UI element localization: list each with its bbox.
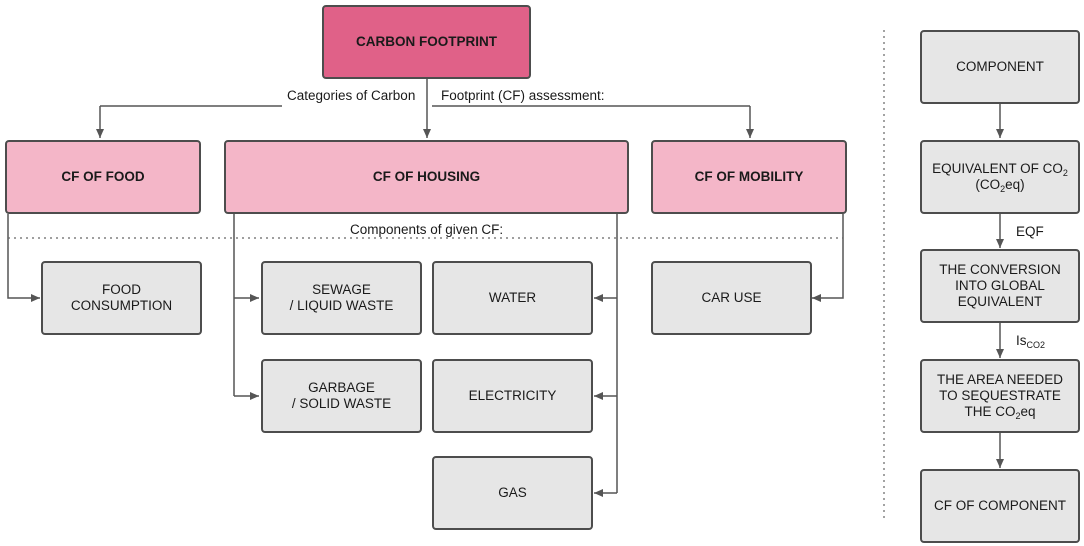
area-line3-post: eq <box>1020 404 1036 419</box>
electricity-box: ELECTRICITY <box>432 359 593 433</box>
area-line3: THE CO <box>964 404 1016 419</box>
water-label: WATER <box>488 290 537 305</box>
garbage-box: GARBAGE / SOLID WASTE <box>261 359 422 433</box>
categories-label-left: Categories of Carbon <box>287 88 416 103</box>
gas-box: GAS <box>432 456 593 530</box>
equiv-line2-post: eq) <box>1005 177 1025 192</box>
cf-housing-box: CF OF HOUSING <box>224 140 629 214</box>
cf-of-component-box: CF OF COMPONENT <box>920 469 1080 543</box>
arrow-to-food-consumption <box>7 214 40 302</box>
cf-food-label: CF OF FOOD <box>61 169 145 184</box>
conversion-label: THE CONVERSION INTO GLOBAL EQUIVALENT <box>939 262 1061 309</box>
component-box: COMPONENT <box>920 30 1080 104</box>
area-needed-text: THE AREA NEEDED TO SEQUESTRATE THE CO2eq <box>936 372 1064 421</box>
food-consumption-label: FOOD CONSUMPTION <box>70 282 173 313</box>
carbon-footprint-label: CARBON FOOTPRINT <box>356 34 497 49</box>
component-label: COMPONENT <box>956 59 1044 74</box>
cf-of-component-label: CF OF COMPONENT <box>934 498 1066 513</box>
is-main: Is <box>1016 333 1027 348</box>
sewage-label: SEWAGE / LIQUID WASTE <box>289 282 394 313</box>
electricity-label: ELECTRICITY <box>468 388 557 403</box>
eqf-label: EQF <box>1016 224 1044 239</box>
sewage-box: SEWAGE / LIQUID WASTE <box>261 261 422 335</box>
is-co2-label: IsCO2 <box>1016 333 1046 350</box>
car-use-label: CAR USE <box>701 290 762 305</box>
gas-label: GAS <box>498 485 527 500</box>
arrow-to-car-use <box>812 214 844 302</box>
car-use-box: CAR USE <box>651 261 812 335</box>
area-needed-box: THE AREA NEEDED TO SEQUESTRATE THE CO2eq <box>920 359 1080 433</box>
equiv-line2: (CO <box>975 177 1001 192</box>
area-line2: TO SEQUESTRATE <box>939 388 1061 403</box>
cf-mobility-label: CF OF MOBILITY <box>694 169 804 184</box>
carbon-footprint-box: CARBON FOOTPRINT <box>322 5 531 79</box>
conversion-box: THE CONVERSION INTO GLOBAL EQUIVALENT <box>920 249 1080 323</box>
area-line1: THE AREA NEEDED <box>936 372 1064 387</box>
equiv-line1-sub: 2 <box>1062 168 1068 178</box>
area-line3-sub: 2 <box>1015 411 1021 421</box>
categories-label-right: Footprint (CF) assessment: <box>441 88 605 103</box>
garbage-label: GARBAGE / SOLID WASTE <box>291 380 392 411</box>
water-box: WATER <box>432 261 593 335</box>
cf-food-box: CF OF FOOD <box>5 140 201 214</box>
cf-mobility-box: CF OF MOBILITY <box>651 140 847 214</box>
components-label: Components of given CF: <box>350 222 504 237</box>
equiv-line1: EQUIVALENT OF CO <box>932 161 1063 176</box>
equivalent-co2-text: EQUIVALENT OF CO2 (CO2eq) <box>932 161 1068 194</box>
equivalent-co2-box: EQUIVALENT OF CO2 (CO2eq) <box>920 140 1080 214</box>
food-consumption-box: FOOD CONSUMPTION <box>41 261 202 335</box>
is-sub: CO2 <box>1026 340 1046 350</box>
equiv-line2-sub: 2 <box>1000 184 1006 194</box>
cf-housing-label: CF OF HOUSING <box>372 169 481 184</box>
